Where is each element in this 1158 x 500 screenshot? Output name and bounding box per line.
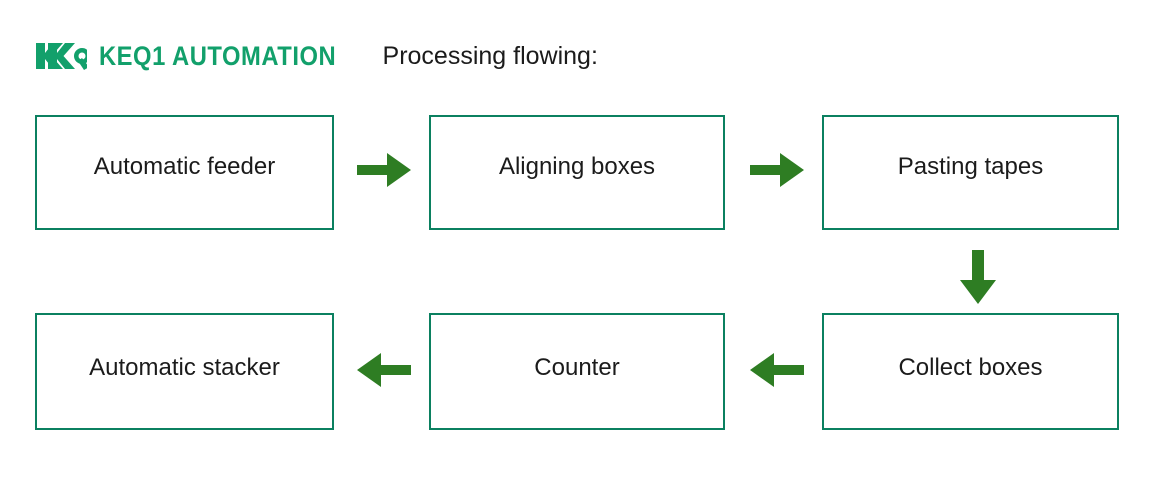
flow-step-label: Pasting tapes — [897, 153, 1044, 181]
arrow-left-icon — [355, 348, 413, 392]
flow-step-pasting-tapes[interactable]: Pasting tapes — [822, 115, 1119, 230]
flow-step-label: Automatic stacker — [89, 354, 280, 382]
arrow-right-icon — [748, 148, 806, 192]
arrow-down-icon — [956, 248, 1000, 306]
arrow-left-icon — [748, 348, 806, 392]
flow-step-counter[interactable]: Counter — [429, 313, 725, 430]
flow-step-label: Aligning boxes — [498, 153, 656, 181]
page-header: KEQ1 AUTOMATION Processing flowing: — [35, 34, 598, 78]
page-title: Processing flowing: — [382, 41, 598, 70]
arrow-right-icon — [355, 148, 413, 192]
flow-step-label: Automatic feeder — [93, 153, 276, 181]
flow-step-label: Counter — [534, 354, 620, 382]
kq-logo-icon — [35, 41, 90, 71]
flow-step-label: Collect boxes — [898, 354, 1043, 382]
flow-step-automatic-feeder[interactable]: Automatic feeder — [35, 115, 334, 230]
flow-step-automatic-stacker[interactable]: Automatic stacker — [35, 313, 334, 430]
brand-name: KEQ1 AUTOMATION — [99, 40, 337, 71]
flow-step-collect-boxes[interactable]: Collect boxes — [822, 313, 1119, 430]
flow-step-aligning-boxes[interactable]: Aligning boxes — [429, 115, 725, 230]
